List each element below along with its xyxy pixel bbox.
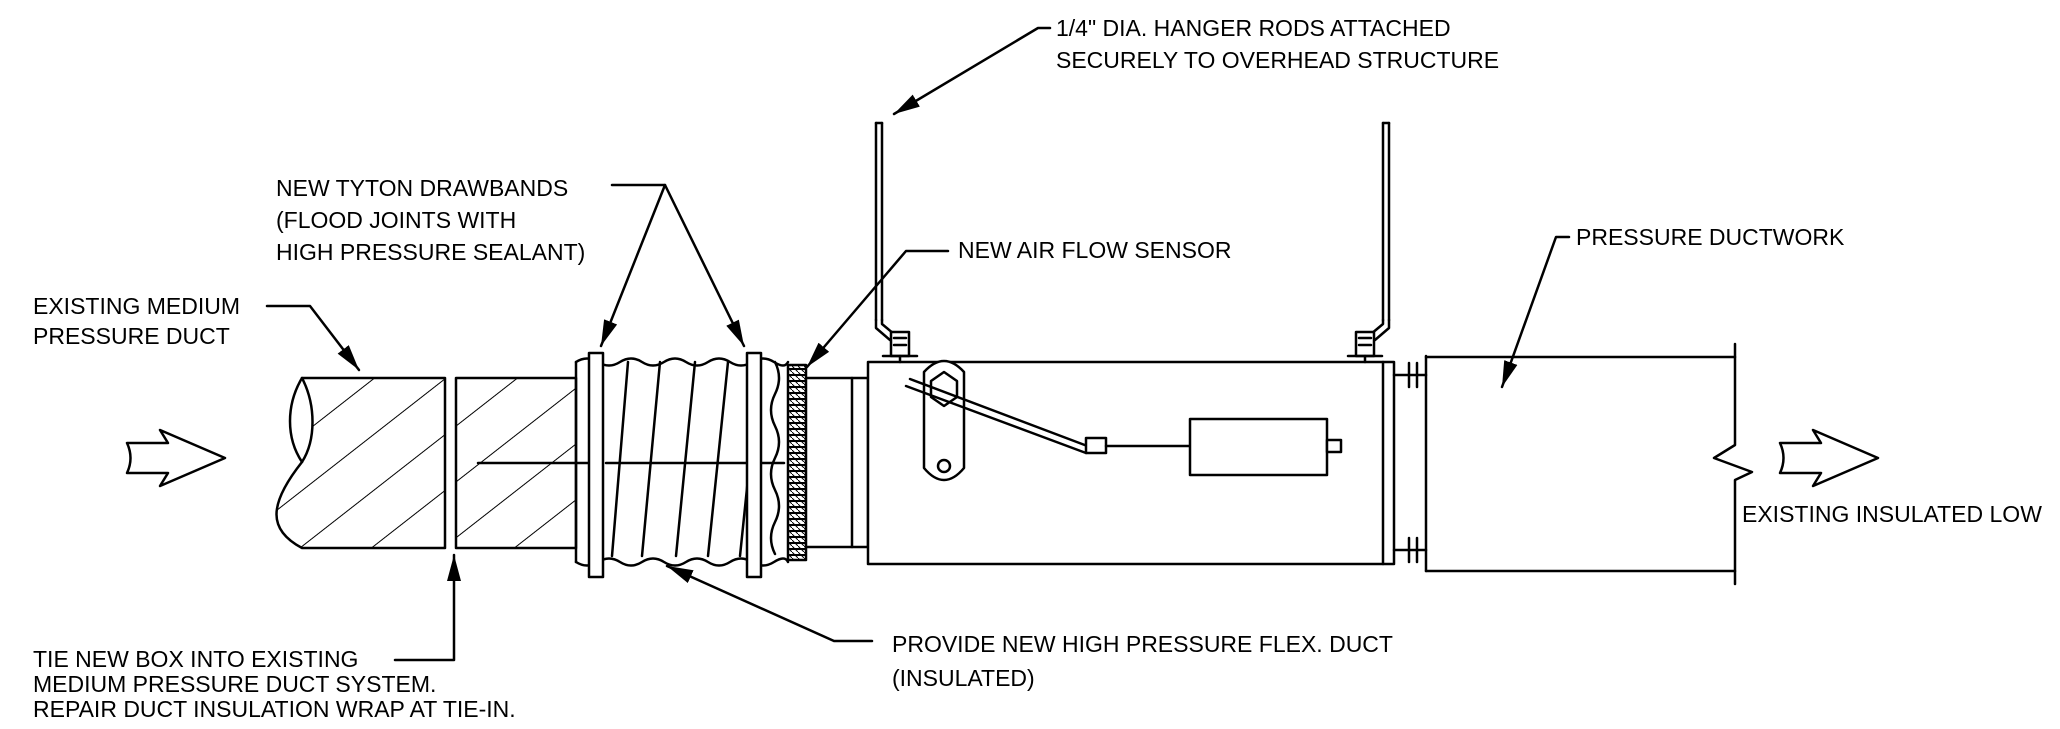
inlet-collar (804, 376, 870, 549)
label-hanger-rods: 1/4" DIA. HANGER RODS ATTACHED SECURELY … (1056, 15, 1499, 73)
flow-arrow-icon (1778, 428, 1880, 488)
labels: 1/4" DIA. HANGER RODS ATTACHED SECURELY … (33, 15, 2042, 722)
label-existing-duct: EXISTING MEDIUM PRESSURE DUCT (33, 293, 246, 349)
drawband-right (745, 351, 763, 579)
hanger-rod-icon (874, 121, 919, 364)
label-air-flow-sensor: NEW AIR FLOW SENSOR (958, 237, 1231, 263)
pressure-ductwork (1424, 342, 1754, 586)
label-tie-in: TIE NEW BOX INTO EXISTING MEDIUM PRESSUR… (33, 646, 516, 722)
air-flow-sensor (786, 363, 808, 562)
flow-arrow-icon (125, 428, 227, 488)
label-existing-low: EXISTING INSULATED LOW (1742, 501, 2042, 527)
damper-actuator-icon (904, 359, 1343, 482)
label-flex-duct: PROVIDE NEW HIGH PRESSURE FLEX. DUCT (IN… (892, 631, 1399, 691)
outlet-flange (1392, 361, 1428, 564)
label-pressure-ductwork: PRESSURE DUCTWORK (1576, 224, 1845, 250)
flex-wavy-edge (769, 360, 781, 556)
hanger-rod-icon (1346, 121, 1391, 364)
drawband-left (587, 351, 605, 579)
existing-duct (275, 376, 598, 550)
label-drawbands: NEW TYTON DRAWBANDS (FLOOD JOINTS WITH H… (276, 175, 585, 265)
leader-lines (265, 26, 1571, 662)
break-line-icon (1712, 342, 1754, 586)
